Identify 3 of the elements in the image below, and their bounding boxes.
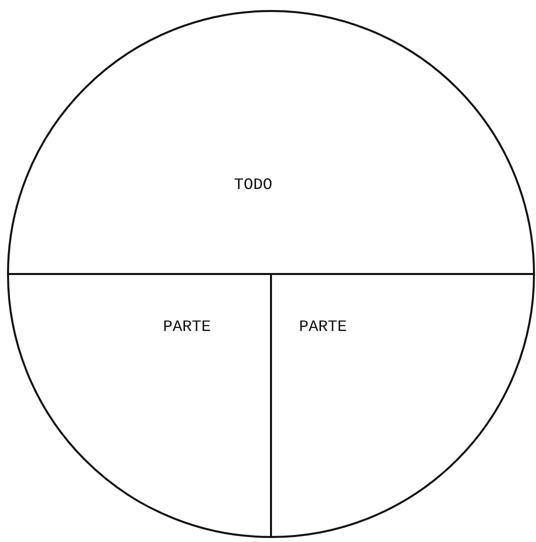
region-label: PARTE: [163, 318, 212, 336]
region-label: PARTE: [299, 318, 348, 336]
region-label: TODO: [234, 176, 272, 194]
